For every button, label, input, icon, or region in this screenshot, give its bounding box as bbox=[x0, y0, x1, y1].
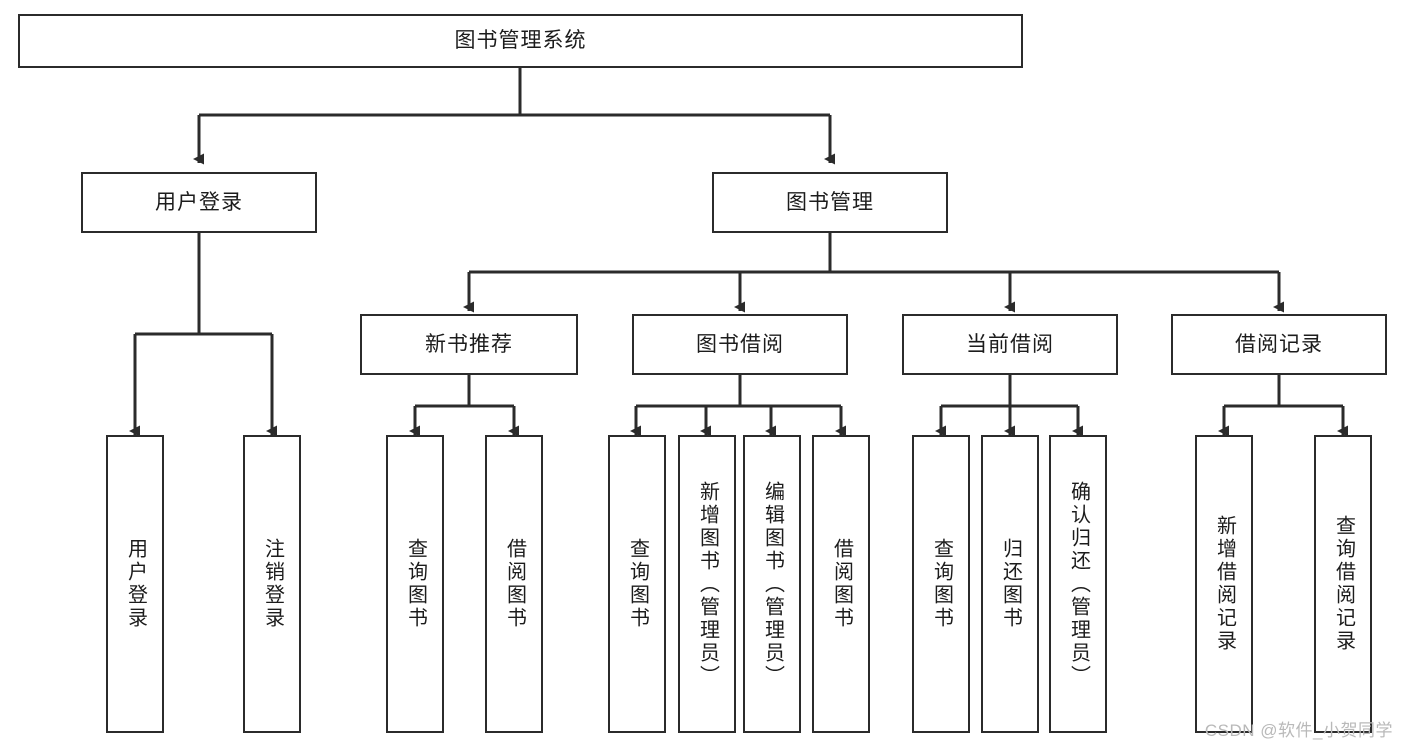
node-book-borrow-label: 图书借阅 bbox=[696, 332, 784, 356]
node-current-borrow-label: 当前借阅 bbox=[966, 332, 1054, 356]
node-leaf-borrow-book-b-label: 借阅图书 bbox=[830, 538, 853, 630]
node-current-borrow[interactable]: 当前借阅 bbox=[902, 314, 1118, 375]
node-leaf-borrow-book-a[interactable]: 借阅图书 bbox=[485, 435, 543, 733]
node-leaf-return-book-label: 归还图书 bbox=[999, 538, 1022, 630]
node-book-manage-label: 图书管理 bbox=[786, 190, 874, 214]
node-leaf-query-book-a-label: 查询图书 bbox=[404, 538, 427, 630]
node-leaf-add-book-label: 新增图书（管理员） bbox=[696, 480, 719, 688]
node-leaf-return-book[interactable]: 归还图书 bbox=[981, 435, 1039, 733]
node-leaf-add-record[interactable]: 新增借阅记录 bbox=[1195, 435, 1253, 733]
node-leaf-query-book-b[interactable]: 查询图书 bbox=[608, 435, 666, 733]
node-leaf-query-book-c-label: 查询图书 bbox=[930, 538, 953, 630]
node-leaf-query-record[interactable]: 查询借阅记录 bbox=[1314, 435, 1372, 733]
node-leaf-borrow-book-b[interactable]: 借阅图书 bbox=[812, 435, 870, 733]
node-new-book-rec[interactable]: 新书推荐 bbox=[360, 314, 578, 375]
node-book-manage[interactable]: 图书管理 bbox=[712, 172, 948, 233]
node-leaf-user-login-label: 用户登录 bbox=[124, 538, 147, 630]
node-leaf-query-book-c[interactable]: 查询图书 bbox=[912, 435, 970, 733]
node-leaf-confirm-return[interactable]: 确认归还（管理员） bbox=[1049, 435, 1107, 733]
node-user-login-label: 用户登录 bbox=[155, 190, 243, 214]
node-leaf-logout-label: 注销登录 bbox=[261, 538, 284, 630]
node-borrow-record-label: 借阅记录 bbox=[1235, 332, 1323, 356]
node-borrow-record[interactable]: 借阅记录 bbox=[1171, 314, 1387, 375]
node-root-label: 图书管理系统 bbox=[454, 29, 587, 53]
node-leaf-query-record-label: 查询借阅记录 bbox=[1332, 515, 1355, 653]
node-leaf-user-login[interactable]: 用户登录 bbox=[106, 435, 164, 733]
node-new-book-rec-label: 新书推荐 bbox=[425, 332, 513, 356]
node-leaf-add-book[interactable]: 新增图书（管理员） bbox=[678, 435, 736, 733]
node-leaf-logout[interactable]: 注销登录 bbox=[243, 435, 301, 733]
node-leaf-edit-book-label: 编辑图书（管理员） bbox=[761, 480, 784, 688]
node-leaf-edit-book[interactable]: 编辑图书（管理员） bbox=[743, 435, 801, 733]
node-book-borrow[interactable]: 图书借阅 bbox=[632, 314, 848, 375]
node-root[interactable]: 图书管理系统 bbox=[18, 14, 1023, 68]
node-leaf-confirm-return-label: 确认归还（管理员） bbox=[1067, 480, 1090, 688]
node-leaf-query-book-a[interactable]: 查询图书 bbox=[386, 435, 444, 733]
node-leaf-add-record-label: 新增借阅记录 bbox=[1213, 515, 1236, 653]
node-leaf-query-book-b-label: 查询图书 bbox=[626, 538, 649, 630]
node-user-login[interactable]: 用户登录 bbox=[81, 172, 317, 233]
node-leaf-borrow-book-a-label: 借阅图书 bbox=[503, 538, 526, 630]
